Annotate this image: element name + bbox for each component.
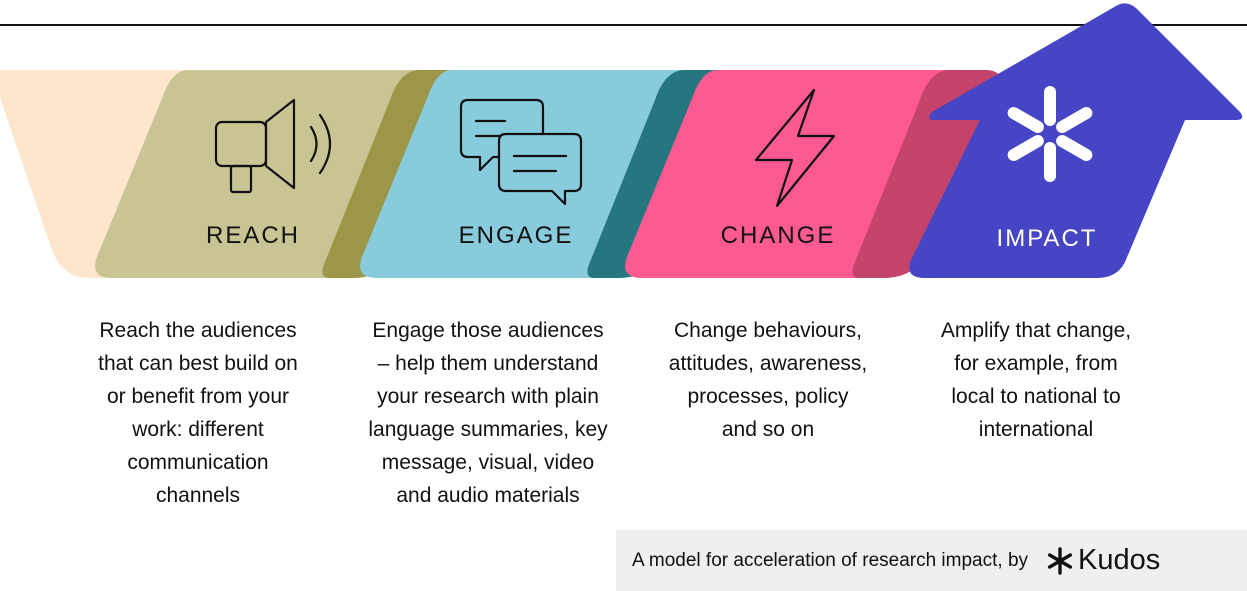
stage-label-impact: IMPACT	[997, 225, 1098, 252]
impact-arrow	[909, 3, 1243, 279]
footer-caption-box: A model for acceleration of research imp…	[616, 530, 1247, 591]
stage-label-change: CHANGE	[721, 222, 836, 249]
top-divider	[0, 24, 1247, 26]
megaphone-icon	[214, 98, 331, 194]
stage-label-engage: ENGAGE	[459, 222, 574, 249]
kudos-wordmark: Kudos	[1078, 544, 1161, 576]
stage-description-engage: Engage those audiences – help them under…	[368, 319, 608, 507]
stage-description-reach: Reach the audiences that can best build …	[98, 319, 298, 507]
stage-description-impact: Amplify that change, for example, from l…	[940, 319, 1132, 441]
kudos-logo: Kudos	[1046, 544, 1160, 577]
stage-label-reach: REACH	[206, 222, 300, 249]
footer-caption: A model for acceleration of research imp…	[632, 549, 1029, 571]
lightning-bolt-icon	[754, 88, 836, 208]
stage-description-change: Change behaviours, attitudes, awareness,…	[668, 319, 868, 441]
chat-bubbles-icon	[459, 98, 583, 206]
asterisk-burst-icon	[1007, 86, 1093, 182]
change-band-shadow	[852, 70, 1003, 278]
kudos-asterisk-icon	[1047, 546, 1073, 575]
